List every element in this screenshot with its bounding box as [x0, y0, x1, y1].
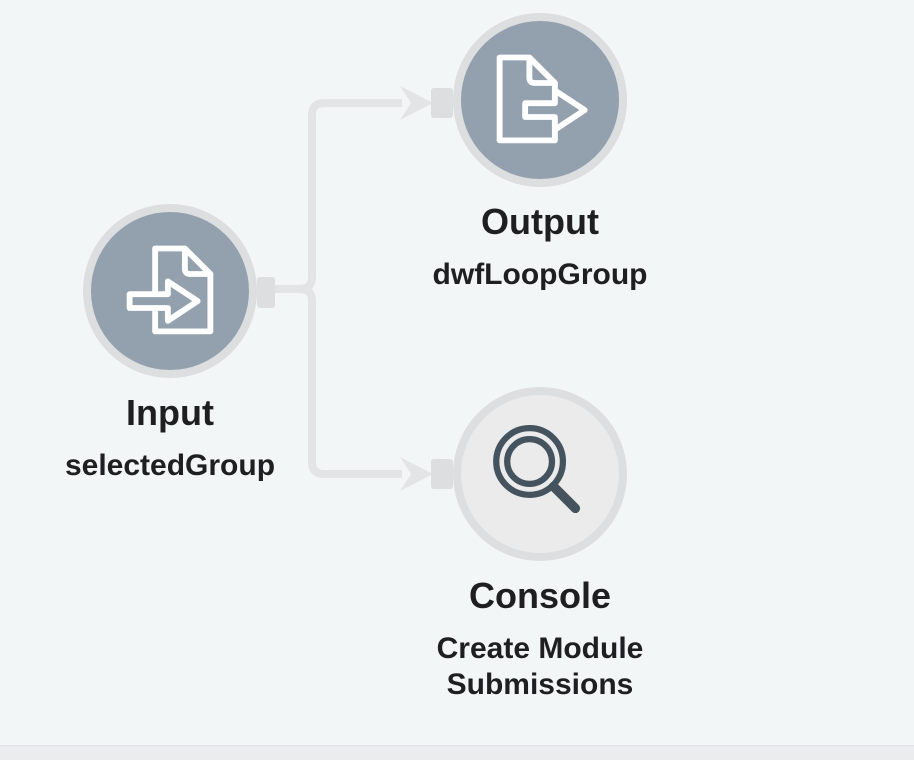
document-export-icon: [496, 54, 588, 144]
input-port-stub[interactable]: [431, 88, 453, 118]
input-port-stub[interactable]: [431, 459, 453, 489]
output-port-stub[interactable]: [257, 277, 275, 308]
node-output: Output dwfLoopGroup: [431, 13, 647, 291]
arrowhead-to-output: [400, 86, 433, 120]
document-import-icon: [126, 245, 214, 335]
node-console: Console Create Module Submissions: [431, 387, 643, 701]
node-subtitle: selectedGroup: [64, 449, 276, 482]
node-title: Input: [126, 392, 214, 433]
node-circle-console[interactable]: [453, 387, 627, 561]
node-title: Output: [481, 201, 599, 242]
node-circle-output[interactable]: [453, 13, 627, 187]
arrowhead-to-console: [400, 457, 433, 491]
bottom-panel-edge: [0, 745, 914, 760]
node-title: Console: [468, 575, 611, 616]
magnifier-icon: [493, 425, 581, 514]
wire-input-to-console[interactable]: [260, 285, 402, 478]
node-subtitle: dwfLoopGroup: [432, 258, 648, 291]
node-input: Input selectedGroup: [65, 204, 275, 482]
node-subtitle: Create Module Submissions: [436, 632, 644, 701]
wire-input-to-output[interactable]: [260, 99, 402, 293]
node-circle-input[interactable]: [83, 204, 257, 378]
